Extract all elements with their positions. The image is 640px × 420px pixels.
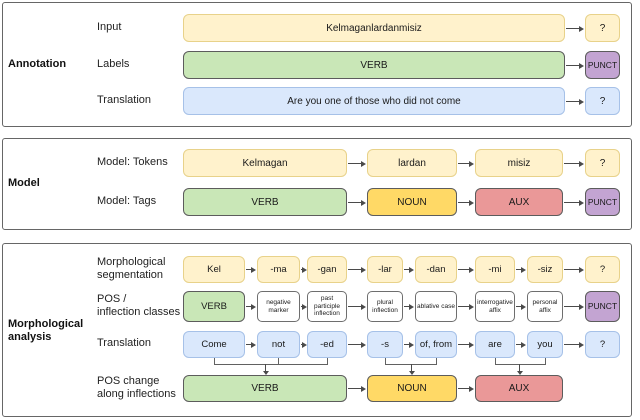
tag-verb-box: VERB: [183, 188, 347, 216]
token-box: misiz: [475, 149, 563, 177]
merge-arrow: [262, 364, 269, 375]
flow-arrow: [246, 341, 256, 348]
flow-arrow: [564, 341, 584, 348]
tag-noun-box: NOUN: [367, 188, 457, 216]
flow-arrow: [516, 303, 526, 310]
segment-box: -lar: [367, 256, 403, 283]
translation-word-box: -s: [367, 331, 403, 358]
tag-punct-box: PUNCT: [585, 188, 620, 216]
flow-arrow: [301, 303, 307, 310]
inflection-class-box: negative marker: [257, 291, 300, 322]
translation-word-box: of, from: [415, 331, 457, 358]
segment-box: -ma: [257, 256, 300, 283]
translation-word-box: are: [475, 331, 515, 358]
flow-arrow: [348, 266, 366, 273]
inflection-class-box: past participle inflection: [307, 291, 347, 322]
connector-line: [495, 358, 496, 365]
pos-change-noun-box: NOUN: [367, 375, 457, 402]
flow-arrow: [458, 341, 474, 348]
token-box: lardan: [367, 149, 457, 177]
connector-line: [214, 358, 215, 365]
pos-change-aux-box: AUX: [475, 375, 563, 402]
flow-arrow: [458, 303, 474, 310]
translation-box: Are you one of those who did not come: [183, 87, 565, 115]
flow-arrow: [348, 160, 366, 167]
input-question-box: ?: [585, 14, 620, 42]
flow-arrow: [566, 98, 584, 105]
token-question-box: ?: [585, 149, 620, 177]
inflection-class-box: interrogative affix: [475, 291, 515, 322]
flow-arrow: [404, 266, 414, 273]
flow-arrow: [566, 62, 584, 69]
flow-arrow: [458, 160, 474, 167]
merge-arrow: [408, 364, 415, 375]
segment-question-box: ?: [585, 256, 620, 283]
row-label-translation-morph: Translation: [97, 337, 152, 349]
inflection-class-verb-box: VERB: [183, 291, 245, 322]
segment-box: -gan: [307, 256, 347, 283]
segment-box: -dan: [415, 256, 457, 283]
token-box: Kelmagan: [183, 149, 347, 177]
connector-line: [545, 358, 546, 365]
connector-line: [327, 358, 328, 365]
flow-arrow: [301, 266, 307, 273]
row-label-model-tags: Model: Tags: [97, 195, 157, 207]
connector-line: [495, 364, 546, 365]
flow-arrow: [348, 341, 366, 348]
row-label-input: Input: [97, 21, 122, 33]
flow-arrow: [404, 341, 414, 348]
labels-punct-box: PUNCT: [585, 51, 620, 79]
inflection-class-punct-box: PUNCT: [585, 291, 620, 322]
pos-change-verb-box: VERB: [183, 375, 347, 402]
inflection-class-box: plural inflection: [367, 291, 403, 322]
row-label-labels: Labels: [97, 58, 130, 70]
labels-verb-box: VERB: [183, 51, 565, 79]
flow-arrow: [564, 160, 584, 167]
flow-arrow: [516, 266, 526, 273]
segment-box: -siz: [527, 256, 563, 283]
translation-question-box: ?: [585, 87, 620, 115]
translation-word-box: you: [527, 331, 563, 358]
flow-arrow: [301, 341, 307, 348]
translation-word-box: Come: [183, 331, 245, 358]
row-label-morph-segmentation: Morphological segmentation: [97, 256, 166, 281]
flow-arrow: [404, 303, 414, 310]
flow-arrow: [564, 303, 584, 310]
flow-arrow: [564, 266, 584, 273]
flow-arrow: [246, 266, 256, 273]
section-label-morphological-analysis: Morphological analysis: [8, 318, 84, 343]
flow-arrow: [348, 385, 366, 392]
row-label-model-tokens: Model: Tokens: [97, 156, 168, 168]
merge-arrow: [516, 364, 523, 375]
flow-arrow: [458, 266, 474, 273]
input-box: Kelmaganlardanmisiz: [183, 14, 565, 42]
flow-arrow: [348, 199, 366, 206]
connector-line: [214, 364, 328, 365]
translation-word-box: -ed: [307, 331, 347, 358]
row-label-translation: Translation: [97, 94, 152, 106]
flow-arrow: [246, 303, 256, 310]
row-label-pos-change: POS change along inflections: [97, 375, 176, 400]
flow-arrow: [458, 385, 474, 392]
segment-box: Kel: [183, 256, 245, 283]
flow-arrow: [458, 199, 474, 206]
flow-arrow: [348, 303, 366, 310]
section-label-annotation: Annotation: [8, 58, 67, 70]
flow-arrow: [566, 25, 584, 32]
segment-box: -mi: [475, 256, 515, 283]
flow-arrow: [564, 199, 584, 206]
connector-line: [278, 358, 279, 365]
inflection-class-box: personal affix: [527, 291, 563, 322]
tag-aux-box: AUX: [475, 188, 563, 216]
row-label-pos-inflection-classes: POS / inflection classes: [97, 293, 181, 318]
flow-arrow: [516, 341, 526, 348]
inflection-class-box: ablative case: [415, 291, 457, 322]
translation-word-box: not: [257, 331, 300, 358]
translation-word-question-box: ?: [585, 331, 620, 358]
section-label-model: Model: [8, 177, 40, 189]
connector-line: [436, 358, 437, 365]
connector-line: [385, 358, 386, 365]
